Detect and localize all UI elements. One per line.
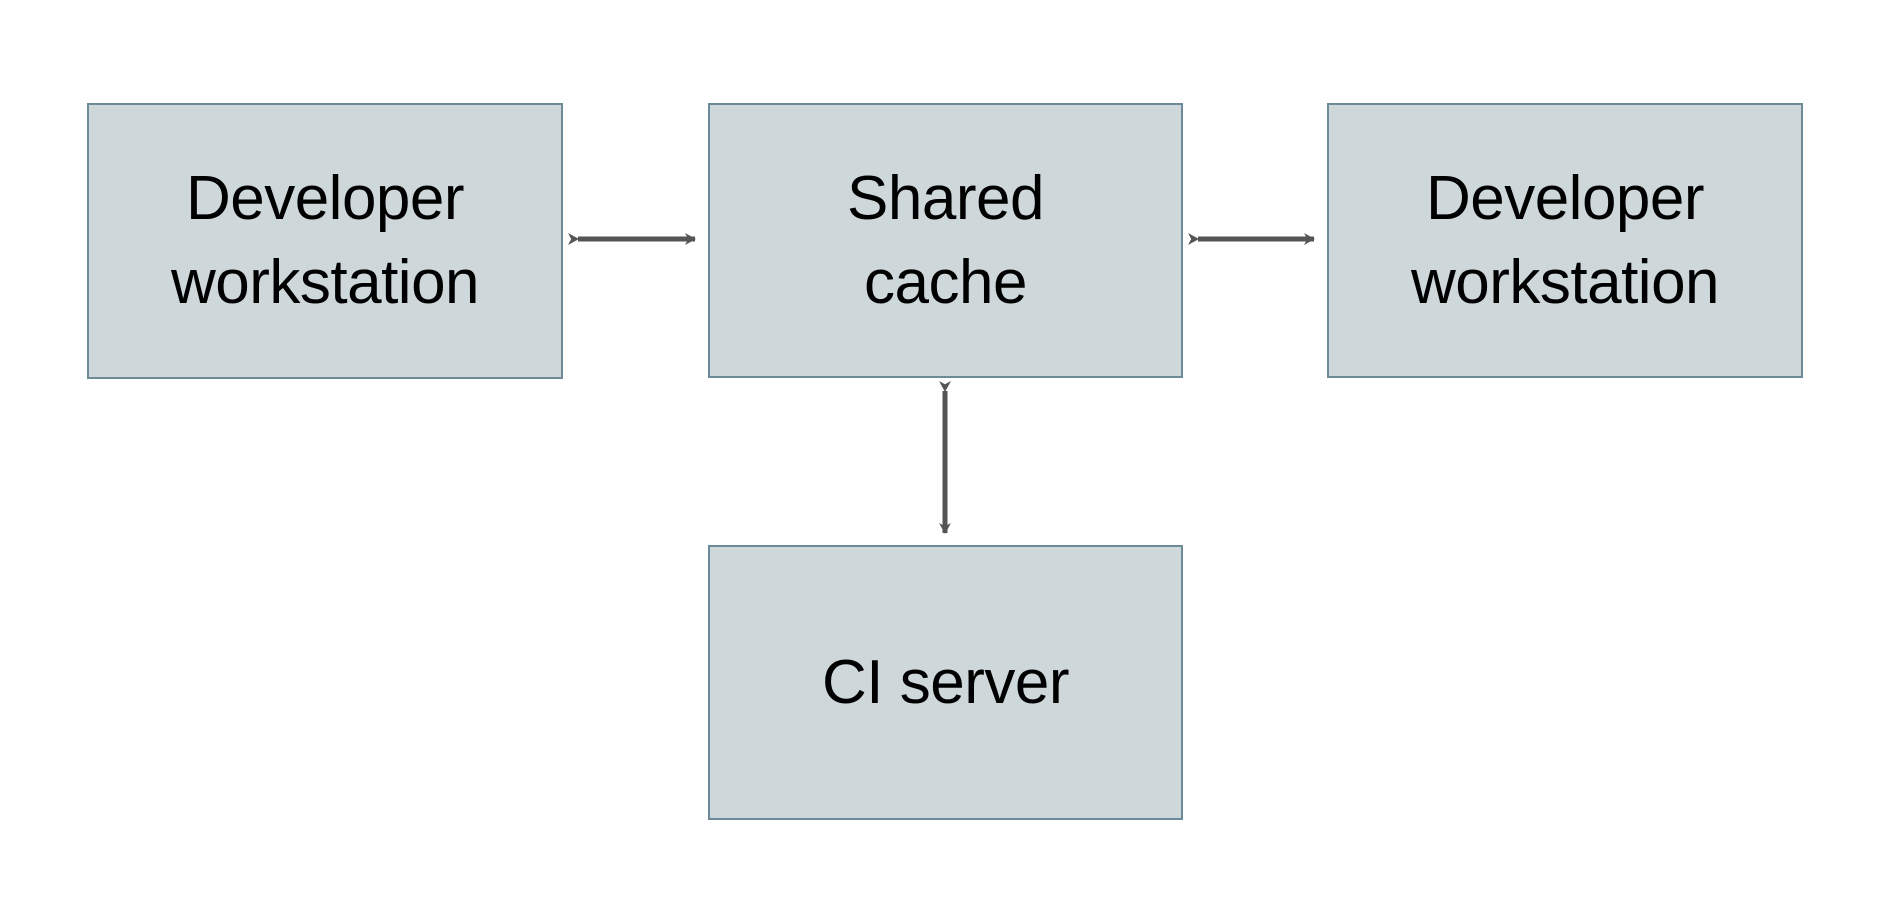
node-ci-server[interactable]: CI server: [708, 545, 1183, 820]
node-shared-cache[interactable]: Shared cache: [708, 103, 1183, 378]
node-label: Developer workstation: [1410, 163, 1720, 317]
node-label: Developer workstation: [170, 164, 480, 317]
node-label: CI server: [822, 647, 1069, 717]
node-developer-workstation-left[interactable]: Developer workstation: [87, 103, 563, 379]
node-developer-workstation-right[interactable]: Developer workstation: [1327, 103, 1803, 378]
node-label: Shared cache: [847, 163, 1044, 317]
